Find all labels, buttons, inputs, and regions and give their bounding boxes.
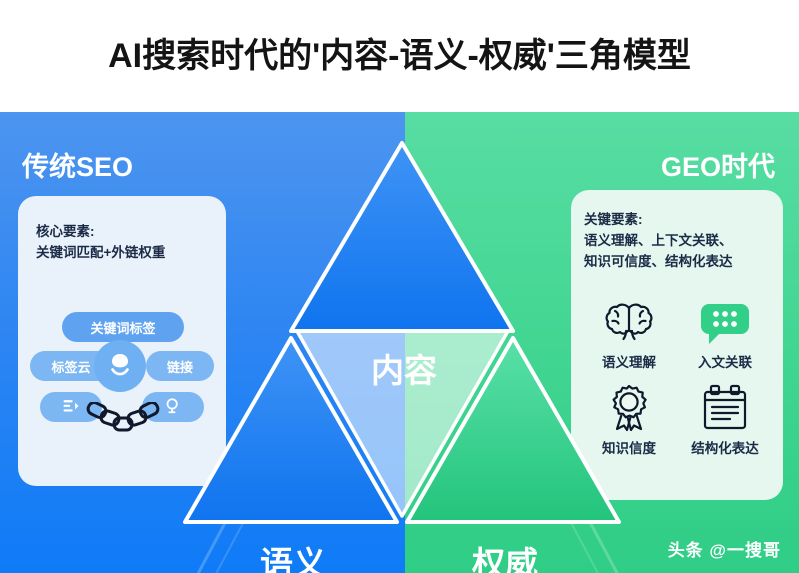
brain-icon [602, 294, 656, 346]
right-card-text: 关键要素: 语义理解、上下文关联、 知识可信度、结构化表达 [584, 210, 733, 273]
right-card-line-1: 语义理解、上下文关联、 [584, 232, 733, 248]
traditional-seo-card: 核心要素: 关键词匹配+外链权重 关键词标签 标签云 链接 [18, 196, 226, 486]
watermark: 头条 @一搜哥 [667, 541, 781, 560]
left-card-text: 核心要素: 关键词匹配+外链权重 [36, 222, 165, 264]
center-avatar-badge [94, 340, 146, 392]
feature-context-association[interactable]: 入文关联 [679, 294, 771, 371]
title-bar: AI搜索时代的'内容-语义-权威'三角模型 [0, 0, 799, 112]
left-card-title: 核心要素: [36, 224, 95, 239]
feature-label: 结构化表达 [691, 441, 759, 456]
triangle-label-semantic: 语义 [260, 545, 326, 573]
feature-structured-expression[interactable]: 结构化表达 [679, 380, 771, 457]
clipboard-icon [700, 380, 750, 432]
right-card-line-2: 知识可信度、结构化表达 [584, 253, 733, 269]
triangle-label-authority: 权威 [472, 545, 538, 573]
chain-link-icon [86, 401, 160, 436]
feature-label: 语义理解 [602, 355, 656, 370]
pill-keyword-tag[interactable]: 关键词标签 [62, 312, 184, 342]
feature-label: 知识信度 [602, 441, 656, 456]
left-card-subtitle: 关键词匹配+外链权重 [36, 244, 166, 260]
pill-list-icon-button[interactable] [40, 392, 102, 422]
feature-semantic-understanding[interactable]: 语义理解 [583, 294, 675, 371]
speech-bubble-icon [699, 294, 751, 346]
geo-era-card: 关键要素: 语义理解、上下文关联、 知识可信度、结构化表达 [571, 190, 783, 500]
right-panel-heading: GEO时代 [660, 152, 775, 182]
feature-knowledge-credibility[interactable]: 知识信度 [583, 380, 675, 457]
feature-label: 入文关联 [698, 355, 752, 370]
search-magnifier-icon [163, 396, 183, 419]
triangle-label-content: 内容 [371, 352, 437, 389]
left-panel-heading: 传统SEO [22, 152, 134, 182]
list-icon [61, 396, 81, 419]
award-badge-icon [604, 380, 654, 432]
diagram-area: 传统SEO GEO时代 核心要素: 关键词匹配+外链权重 关键词标签 标签云 链… [0, 112, 799, 573]
right-card-title: 关键要素: [584, 212, 643, 227]
user-avatar-icon [103, 347, 137, 386]
page-title: AI搜索时代的'内容-语义-权威'三角模型 [108, 37, 691, 75]
pill-link[interactable]: 链接 [146, 351, 214, 381]
